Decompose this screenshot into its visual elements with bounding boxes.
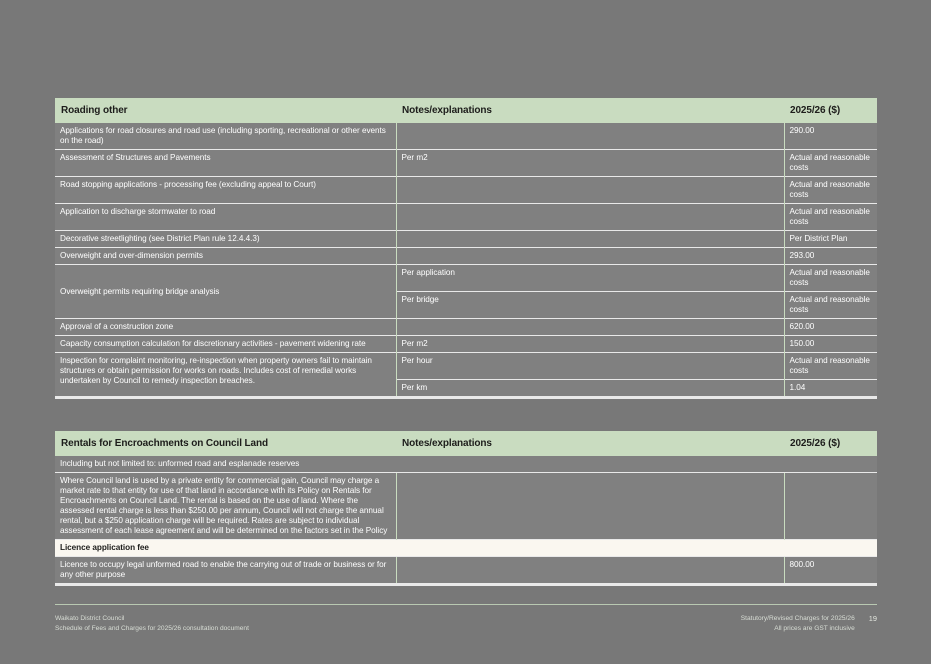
cell-item: Licence to occupy legal unformed road to… (55, 556, 396, 583)
column-header-fee: 2025/26 ($) (784, 98, 877, 123)
footer-right: Statutory/Revised Charges for 2025/26 Al… (741, 614, 877, 633)
tables-container: Roading other Notes/explanations 2025/26… (55, 98, 877, 586)
table-row: Including but not limited to: unformed r… (55, 456, 877, 473)
cell-item: Where Council land is used by a private … (55, 472, 396, 540)
column-header-item: Roading other (55, 98, 396, 123)
cell-note (395, 556, 784, 583)
table-row: Overweight permits requiring bridge anal… (55, 264, 877, 319)
cell-fee: 290.00 (783, 123, 877, 150)
table-row: Per km 1.04 (55, 379, 877, 396)
cell-fee: 293.00 (783, 247, 877, 265)
table-row: Assessment of Structures and Pavements P… (55, 149, 877, 177)
table-rentals-encroachments: Rentals for Encroachments on Council Lan… (55, 431, 877, 583)
table-subheading-row: Licence application fee (55, 539, 877, 557)
table-row: Capacity consumption calculation for dis… (55, 335, 877, 353)
cell-note (395, 123, 784, 150)
column-header-item: Rentals for Encroachments on Council Lan… (55, 431, 396, 456)
footer-left: Waikato District Council Schedule of Fee… (55, 614, 249, 633)
cell-fee: 800.00 (783, 556, 877, 583)
cell-item: Road stopping applications - processing … (55, 176, 396, 204)
table-row: Decorative streetlighting (see District … (55, 230, 877, 248)
table-bottom-rule (55, 583, 877, 586)
footer-section-title: Statutory/Revised Charges for 2025/26 (740, 615, 855, 622)
page-number: 19 (868, 614, 877, 623)
cell-fee: 620.00 (783, 318, 877, 336)
cell-note: Per m2 (395, 149, 784, 177)
column-header-notes: Notes/explanations (396, 98, 784, 123)
page-footer: Waikato District Council Schedule of Fee… (55, 604, 877, 633)
cell-fee: Actual and reasonable costs (783, 352, 877, 380)
cell-item: Decorative streetlighting (see District … (55, 230, 396, 248)
cell-note: Per m2 (395, 335, 784, 353)
column-header-fee: 2025/26 ($) (784, 431, 877, 456)
cell-fee: Actual and reasonable costs (783, 264, 877, 292)
cell-item: Overweight and over-dimension permits (55, 247, 396, 265)
table-row: Application to discharge stormwater to r… (55, 203, 877, 231)
cell-fee (783, 472, 877, 540)
cell-item: Assessment of Structures and Pavements (55, 149, 396, 177)
cell-fee: Per District Plan (783, 230, 877, 248)
cell-note (395, 176, 784, 204)
footer-organisation: Waikato District Council (55, 615, 125, 622)
table-bottom-rule (55, 396, 877, 399)
cell-item: Application to discharge stormwater to r… (55, 203, 396, 231)
cell-fee: Actual and reasonable costs (783, 149, 877, 177)
footer-gst-note: All prices are GST inclusive (774, 624, 855, 632)
cell-note (395, 472, 784, 540)
table-row: Approval of a construction zone 620.00 (55, 318, 877, 336)
cell-item: Inspection for complaint monitoring, re-… (55, 352, 396, 396)
cell-note (395, 203, 784, 231)
cell-item: Including but not limited to: unformed r… (55, 456, 877, 473)
footer-divider (55, 604, 877, 605)
table-row: Road stopping applications - processing … (55, 176, 877, 204)
footer-document-title: Schedule of Fees and Charges for 2025/26… (55, 624, 249, 632)
table-row: Where Council land is used by a private … (55, 472, 877, 540)
cell-note: Per application (395, 264, 784, 292)
table-spacer (55, 399, 877, 431)
table-row: Overweight and over-dimension permits 29… (55, 247, 877, 265)
cell-fee: 1.04 (783, 379, 877, 396)
cell-subheading: Licence application fee (55, 539, 877, 557)
cell-item: Approval of a construction zone (55, 318, 396, 336)
cell-note (395, 230, 784, 248)
table-row: Inspection for complaint monitoring, re-… (55, 352, 877, 396)
column-header-notes: Notes/explanations (396, 431, 784, 456)
cell-item: Capacity consumption calculation for dis… (55, 335, 396, 353)
cell-item: Overweight permits requiring bridge anal… (55, 264, 396, 319)
cell-item: Applications for road closures and road … (55, 123, 396, 150)
cell-note: Per hour (395, 352, 784, 380)
table-row: Licence to occupy legal unformed road to… (55, 556, 877, 583)
cell-note: Per bridge (395, 291, 784, 319)
table-header-row: Rentals for Encroachments on Council Lan… (55, 431, 877, 456)
cell-fee: Actual and reasonable costs (783, 176, 877, 204)
cell-fee: 150.00 (783, 335, 877, 353)
table-header-row: Roading other Notes/explanations 2025/26… (55, 98, 877, 123)
cell-note: Per km (395, 379, 784, 396)
table-row: Per bridge Actual and reasonable costs (55, 291, 877, 319)
cell-note (395, 247, 784, 265)
table-roading-other: Roading other Notes/explanations 2025/26… (55, 98, 877, 396)
table-row: Applications for road closures and road … (55, 123, 877, 150)
cell-fee: Actual and reasonable costs (783, 203, 877, 231)
cell-note (395, 318, 784, 336)
cell-fee: Actual and reasonable costs (783, 291, 877, 319)
